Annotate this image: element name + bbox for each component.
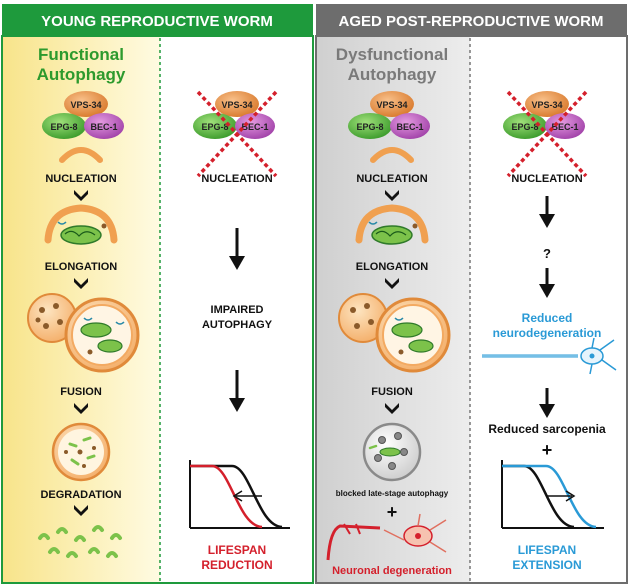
arrow-down-icon — [229, 228, 245, 270]
neuronal-degeneration-label: Neuronal degeneration — [332, 565, 452, 577]
young-complex: VPS-34 EPG-8 BEC-1 — [42, 91, 124, 139]
reduced-neuro-line2: neurodegeneration — [493, 326, 602, 340]
phagophore-icon — [370, 147, 414, 163]
vps34-protein — [64, 91, 108, 117]
young-step-elongation: ELONGATION — [45, 261, 118, 273]
survival-curve-extension — [501, 460, 604, 529]
degradation-icon — [51, 422, 111, 482]
vps34-label: VPS-34 — [531, 100, 562, 110]
arrow-down-icon — [539, 388, 555, 418]
young-border — [1, 35, 314, 584]
epg8-label: EPG-8 — [356, 122, 383, 132]
bec1-label: BEC-1 — [551, 122, 578, 132]
aged-complex: VPS-34 EPG-8 BEC-1 — [348, 91, 430, 139]
impaired-text-line1: IMPAIRED — [211, 304, 264, 316]
young-header: YOUNG REPRODUCTIVE WORM — [41, 13, 273, 30]
aged-impaired-nucleation: NUCLEATION — [511, 173, 582, 185]
bec1-label: BEC-1 — [241, 122, 268, 132]
elongation-icon — [44, 204, 118, 245]
degraded-fragments-icon — [38, 525, 122, 558]
cross-out-icon — [196, 90, 278, 178]
chevron-down-icon — [385, 403, 399, 414]
control-curve — [190, 464, 283, 529]
chevron-down-icon — [74, 505, 88, 516]
healthy-neuron-icon — [482, 337, 617, 375]
epg8-label: EPG-8 — [201, 122, 228, 132]
chevron-down-icon — [74, 278, 88, 289]
aged-title-line1: Dysfunctional — [336, 45, 448, 64]
epg8-protein — [42, 113, 86, 139]
young-impaired-nucleation: NUCLEATION — [201, 173, 272, 185]
chevron-down-icon — [385, 190, 399, 201]
plus-sign: + — [387, 502, 398, 522]
young-step-fusion: FUSION — [60, 386, 102, 398]
aged-header: AGED POST-REPRODUCTIVE WORM — [338, 13, 603, 30]
vps34-label: VPS-34 — [70, 100, 101, 110]
epg8-label: EPG-8 — [50, 122, 77, 132]
young-title-line2: Autophagy — [37, 65, 126, 84]
aged-step-fusion: FUSION — [371, 386, 413, 398]
aged-impaired-complex: VPS-34 EPG-8 BEC-1 — [503, 90, 588, 178]
fusion-icon — [338, 293, 451, 373]
chevron-down-icon — [385, 278, 399, 289]
chevron-down-icon — [74, 190, 88, 201]
bec1-label: BEC-1 — [396, 122, 423, 132]
blocked-autolysosome-icon — [362, 422, 422, 482]
plus-sign: + — [542, 440, 553, 460]
vps34-label: VPS-34 — [221, 100, 252, 110]
arrow-down-icon — [539, 268, 555, 298]
blocked-late-stage-label: blocked late-stage autophagy — [336, 489, 449, 498]
reduced-sarcopenia-label: Reduced sarcopenia — [488, 422, 606, 436]
aged-title-line2: Autophagy — [348, 65, 437, 84]
bec1-label: BEC-1 — [90, 122, 117, 132]
arrow-down-icon — [229, 370, 245, 412]
young-step-degradation: DEGRADATION — [40, 489, 121, 501]
bec1-protein — [84, 113, 124, 139]
aged-header-bar — [316, 4, 627, 36]
lifespan-reduction-line2: REDUCTION — [201, 558, 272, 572]
degenerating-neuron-icon — [326, 513, 447, 561]
aged-border — [315, 35, 628, 584]
survival-curve-reduction — [189, 460, 290, 529]
question-mark: ? — [543, 246, 551, 261]
vps34-label: VPS-34 — [376, 100, 407, 110]
aged-step-nucleation: NUCLEATION — [356, 173, 427, 185]
reduced-curve — [190, 464, 263, 529]
chevron-down-icon — [74, 403, 88, 414]
cross-out-icon — [506, 90, 588, 178]
impaired-text-line2: AUTOPHAGY — [202, 319, 273, 331]
epg8-label: EPG-8 — [511, 122, 538, 132]
elongation-icon — [355, 204, 429, 245]
lifespan-reduction-line1: LIFESPAN — [208, 543, 266, 557]
young-title-line1: Functional — [38, 45, 124, 64]
fusion-icon — [27, 293, 140, 373]
arrow-down-icon — [539, 196, 555, 228]
lifespan-extension-line1: LIFESPAN — [518, 543, 576, 557]
young-header-bar — [2, 4, 313, 36]
lifespan-extension-line2: EXTENSION — [512, 558, 581, 572]
young-step-nucleation: NUCLEATION — [45, 173, 116, 185]
phagophore-icon — [59, 147, 103, 163]
aged-step-elongation: ELONGATION — [356, 261, 429, 273]
reduced-neuro-line1: Reduced — [522, 311, 573, 325]
young-impaired-complex: VPS-34 EPG-8 BEC-1 — [193, 90, 278, 178]
